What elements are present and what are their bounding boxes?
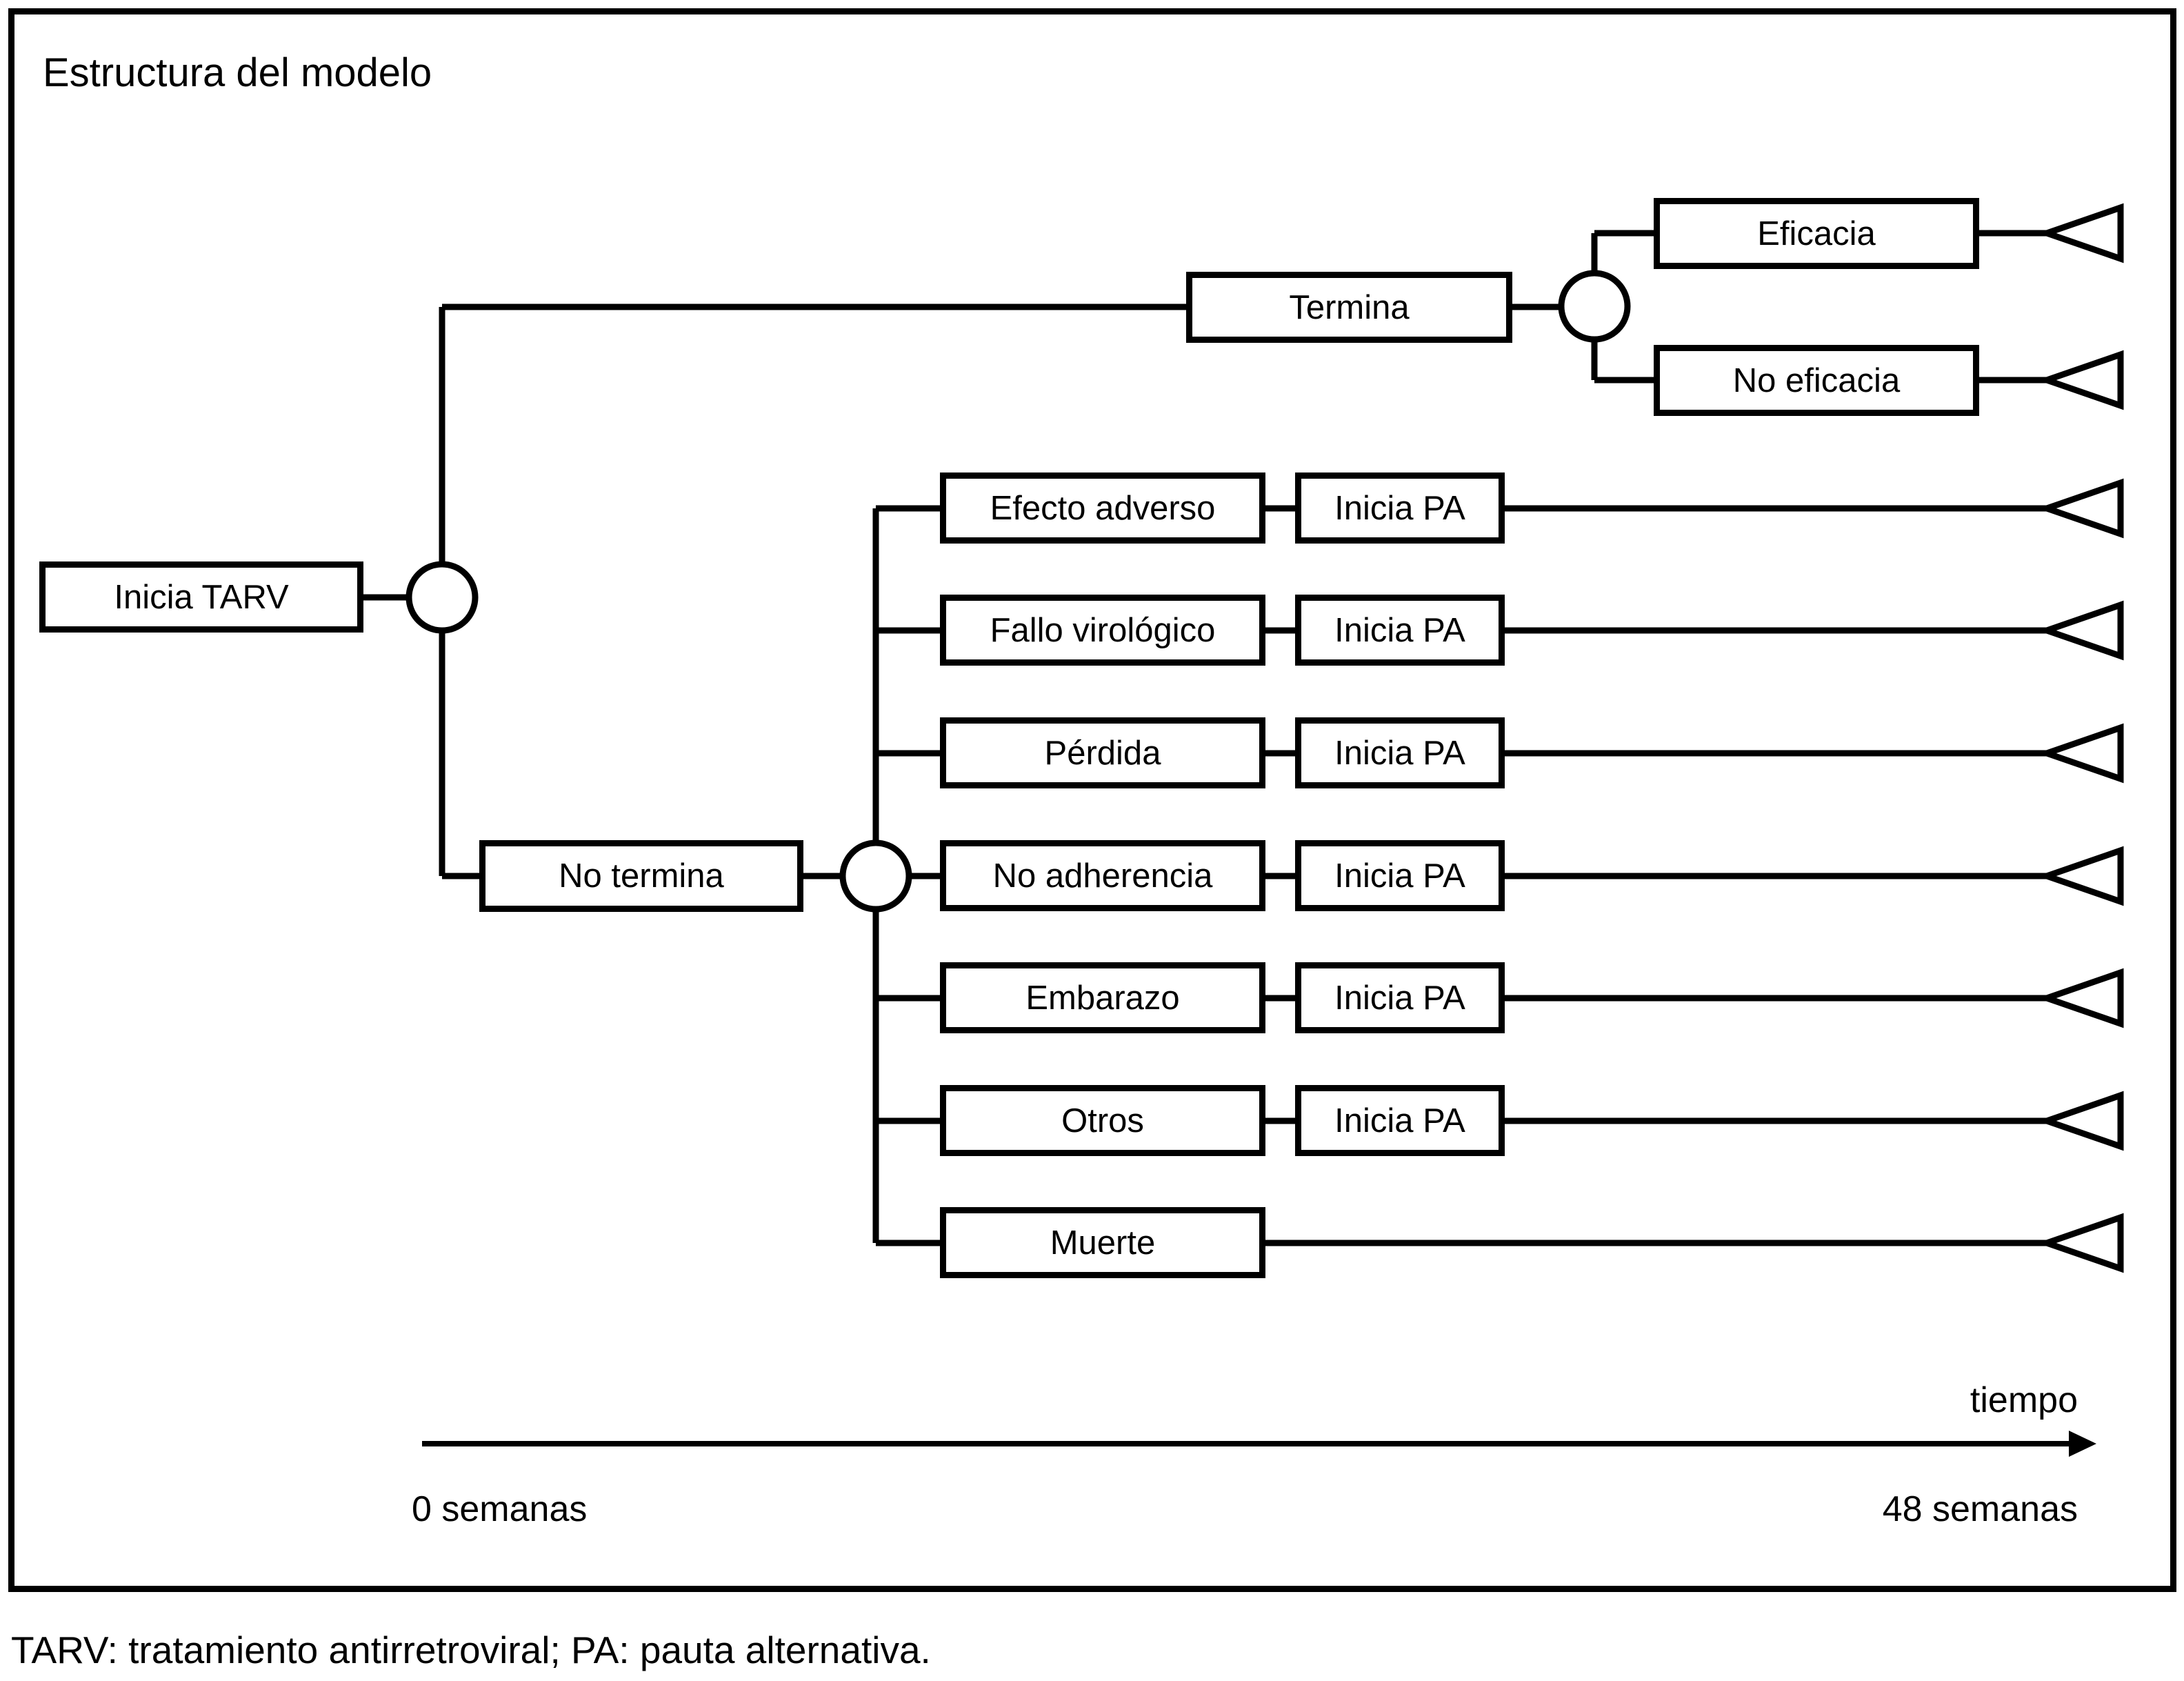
event-node-no-adherencia: No adherencia: [940, 840, 1265, 911]
terminal-node-triangles: [2037, 203, 2124, 1273]
chance-node-circle: [839, 839, 912, 913]
timeline-start-label: 0 semanas: [412, 1489, 588, 1529]
terminal-node-triangle: [2037, 203, 2124, 263]
node-no-eficacia: No eficacia: [1654, 345, 1979, 416]
timeline-axis-label: tiempo: [1970, 1380, 2078, 1420]
event-node-muerte: Muerte: [940, 1207, 1265, 1278]
inicia-pa-node: Inicia PA: [1295, 962, 1505, 1033]
inicia-pa-node: Inicia PA: [1295, 473, 1505, 544]
terminal-node-triangle: [2037, 1091, 2124, 1151]
node-eficacia: Eficacia: [1654, 198, 1979, 269]
event-node-otros: Otros: [940, 1085, 1265, 1156]
inicia-pa-node: Inicia PA: [1295, 595, 1505, 666]
timeline-arrowhead-icon: [2069, 1431, 2096, 1457]
inicia-pa-node: Inicia PA: [1295, 1085, 1505, 1156]
figure-footnote: TARV: tratamiento antirretroviral; PA: p…: [11, 1629, 931, 1671]
node-no-termina: No termina: [479, 840, 803, 912]
timeline-end-label: 48 semanas: [1882, 1489, 2078, 1529]
chance-node-circle: [405, 561, 479, 634]
terminal-node-triangle: [2037, 350, 2124, 410]
page-title: Estructura del modelo: [43, 50, 432, 95]
terminal-node-triangle: [2037, 478, 2124, 539]
inicia-pa-node: Inicia PA: [1295, 840, 1505, 911]
event-node-efecto-adverso: Efecto adverso: [940, 473, 1265, 544]
event-node-fallo-virologico: Fallo virológico: [940, 595, 1265, 666]
node-termina: Termina: [1186, 272, 1512, 343]
terminal-node-triangle: [2037, 1213, 2124, 1273]
event-node-perdida: Pérdida: [940, 717, 1265, 788]
chance-node-circle: [1558, 270, 1631, 343]
root-node-inicia-tarv: Inicia TARV: [39, 561, 363, 633]
chance-node-circles: [405, 270, 1631, 913]
inicia-pa-node: Inicia PA: [1295, 717, 1505, 788]
terminal-node-triangle: [2037, 723, 2124, 784]
terminal-node-triangle: [2037, 968, 2124, 1028]
terminal-node-triangle: [2037, 600, 2124, 661]
terminal-node-triangle: [2037, 846, 2124, 906]
event-node-embarazo: Embarazo: [940, 962, 1265, 1033]
figure-border: [8, 8, 2176, 1592]
